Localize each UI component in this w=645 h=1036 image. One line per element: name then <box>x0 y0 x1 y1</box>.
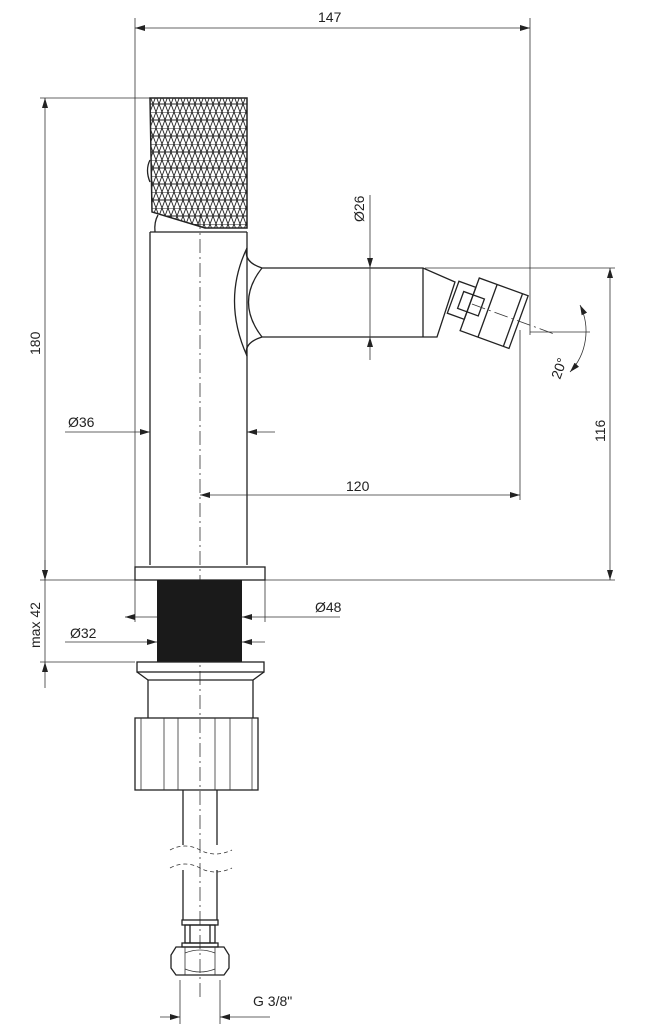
aerator <box>446 277 557 350</box>
angle-label: 20° <box>548 356 570 381</box>
spout-diameter-label: Ø26 <box>351 195 367 222</box>
faucet-body <box>149 231 248 565</box>
body-diameter-label: Ø36 <box>68 414 95 430</box>
dimension-lines <box>42 25 613 1020</box>
base-diameter-label: Ø48 <box>315 599 342 615</box>
width-label: 147 <box>318 9 342 25</box>
threaded-shank <box>157 580 242 662</box>
max-thickness-label: max 42 <box>27 602 43 648</box>
angle-dimension: 20° <box>530 304 590 381</box>
knurled-handle <box>146 97 248 233</box>
supply-hose <box>169 790 233 976</box>
extension-lines <box>40 18 615 1024</box>
thread-diameter-label: Ø32 <box>70 625 97 641</box>
spout <box>233 247 456 357</box>
height-label: 180 <box>27 331 43 355</box>
reach-label: 120 <box>346 478 370 494</box>
mounting-nut-assembly <box>134 661 265 791</box>
spout-height-label: 116 <box>592 419 608 442</box>
hose-connection-label: G 3/8" <box>253 993 292 1009</box>
